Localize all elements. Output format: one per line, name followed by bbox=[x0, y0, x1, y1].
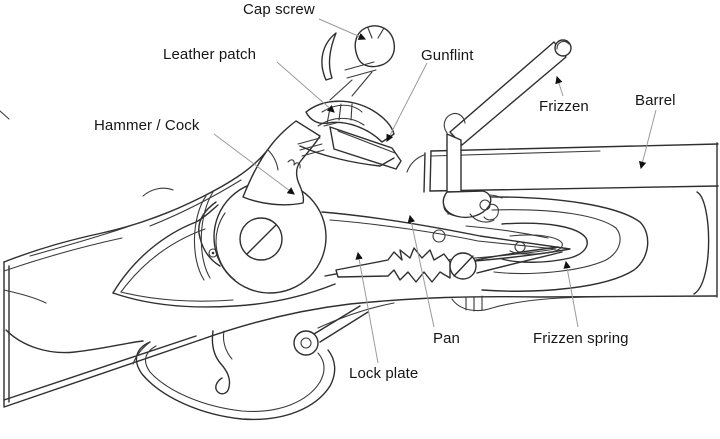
stock-outline bbox=[0, 110, 717, 408]
label-cap-screw: Cap screw bbox=[243, 1, 315, 18]
label-gunflint: Gunflint bbox=[421, 47, 474, 64]
label-pan: Pan bbox=[433, 330, 460, 347]
leader-pan bbox=[407, 214, 435, 328]
sear-spring bbox=[335, 246, 563, 283]
trigger bbox=[211, 330, 231, 395]
lower-jaw bbox=[299, 145, 395, 167]
barrel bbox=[406, 142, 719, 298]
label-frizzen: Frizzen bbox=[539, 98, 589, 115]
cap-screw bbox=[329, 25, 396, 101]
label-hammer-cock: Hammer / Cock bbox=[94, 117, 200, 134]
leader-cap-screw bbox=[318, 18, 367, 40]
label-lock-plate: Lock plate bbox=[349, 365, 419, 382]
leader-lock-plate bbox=[355, 251, 379, 364]
label-leather-patch: Leather patch bbox=[163, 46, 257, 63]
hammer-spur bbox=[321, 32, 337, 81]
frizzen bbox=[442, 39, 572, 223]
gunflint bbox=[329, 126, 402, 170]
leader-frizzen bbox=[555, 75, 564, 97]
leader-lines bbox=[213, 18, 657, 364]
leather-patch bbox=[317, 103, 365, 127]
label-barrel: Barrel bbox=[635, 92, 676, 109]
label-frizzen-spring: Frizzen spring bbox=[533, 330, 629, 347]
leader-frizzen-spring bbox=[563, 260, 579, 328]
leader-barrel bbox=[638, 109, 657, 170]
hammer-cock bbox=[213, 25, 402, 294]
leader-leather-patch bbox=[276, 61, 335, 113]
trigger-guard bbox=[132, 305, 369, 421]
frizzen-spring bbox=[465, 196, 649, 292]
leader-gunflint bbox=[386, 62, 428, 143]
leader-hammer-cock bbox=[213, 133, 295, 195]
